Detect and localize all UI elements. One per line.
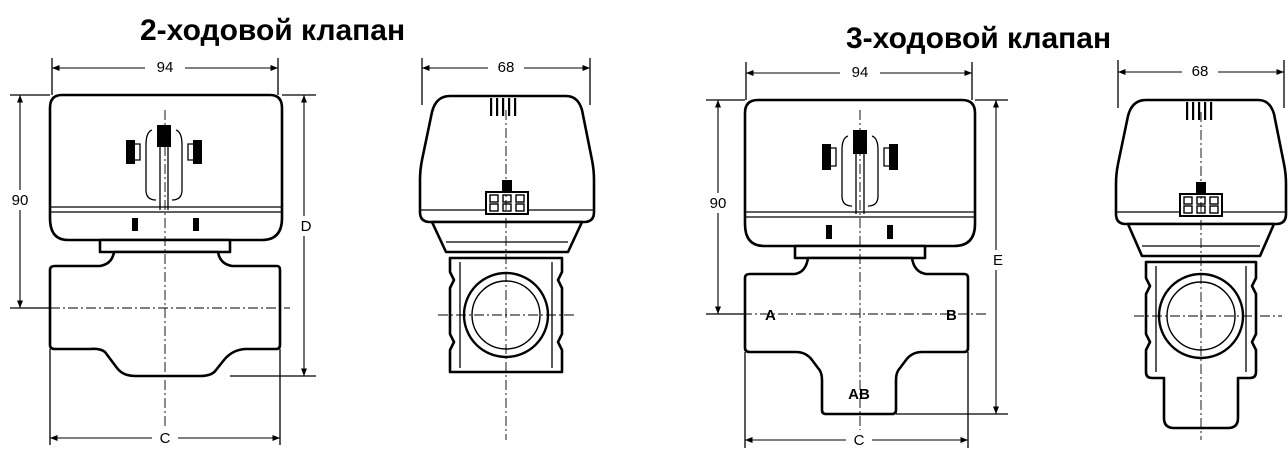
three-way-left-clip	[822, 144, 831, 170]
two-way-lever-knob	[157, 125, 171, 147]
two-way-title: 2-ходовой клапан	[140, 14, 405, 47]
three-way-title: 3-ходовой клапан	[846, 22, 1111, 55]
two-way-side-actuator	[418, 94, 596, 224]
three-way-height-label: 90	[710, 195, 727, 212]
three-way-port-ab: AB	[848, 386, 870, 403]
three-way-front-width-label: 94	[852, 64, 869, 81]
two-way-body-length-label: C	[160, 430, 171, 447]
two-way-front-width-label: 94	[157, 59, 174, 76]
two-way-valve-section: 2-ходовой клапан 94	[6, 14, 596, 447]
three-way-port-b: B	[946, 307, 957, 324]
two-way-left-clip	[126, 140, 135, 164]
two-way-front-view: 94 90	[6, 58, 316, 447]
two-way-total-height-label: D	[301, 218, 312, 235]
two-way-side-view: 68	[418, 58, 596, 440]
two-way-actuator-housing	[48, 93, 284, 242]
three-way-valve-body	[743, 256, 970, 416]
three-way-valve-section: 3-ходовой клапан 94	[704, 22, 1288, 449]
three-way-right-clip	[889, 144, 898, 170]
three-way-port-a: A	[765, 307, 776, 324]
two-way-side-width-label: 68	[498, 59, 515, 76]
three-way-front-view: 94 A B AB 9	[704, 62, 1008, 449]
two-way-right-clip	[193, 140, 202, 164]
three-way-side-width-label: 68	[1192, 63, 1209, 80]
three-way-body-length-label: C	[854, 432, 865, 449]
three-way-side-view: 68	[1114, 60, 1288, 440]
three-way-total-height-label: E	[993, 252, 1003, 269]
two-way-height-label: 90	[12, 192, 29, 209]
